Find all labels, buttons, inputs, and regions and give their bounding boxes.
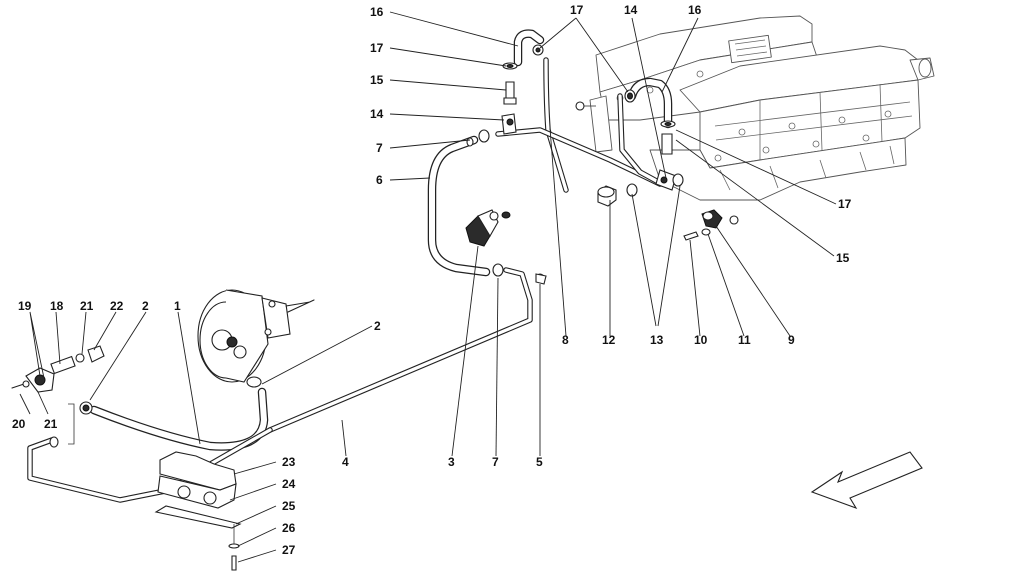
label-22: 22 xyxy=(110,299,124,313)
label-4: 4 xyxy=(342,455,349,469)
part-labels: 19 18 21 22 2 1 2 20 21 4 23 24 25 26 27… xyxy=(12,3,852,557)
label-1: 1 xyxy=(174,299,181,313)
label-2a: 2 xyxy=(142,299,149,313)
label-9: 9 xyxy=(788,333,795,347)
mount-parts xyxy=(597,185,739,241)
direction-arrow-icon xyxy=(810,451,923,510)
label-16a: 16 xyxy=(370,5,384,19)
label-3: 3 xyxy=(448,455,455,469)
label-17a: 17 xyxy=(370,41,384,55)
label-21a: 21 xyxy=(80,299,94,313)
label-26: 26 xyxy=(282,521,296,535)
label-7a: 7 xyxy=(376,141,383,155)
label-10: 10 xyxy=(694,333,708,347)
label-15b: 15 xyxy=(836,251,850,265)
label-6: 6 xyxy=(376,173,383,187)
label-14a: 14 xyxy=(370,107,384,121)
label-15a: 15 xyxy=(370,73,384,87)
label-11: 11 xyxy=(738,333,751,347)
breather-hoses xyxy=(267,29,673,433)
pipe-bracket xyxy=(154,451,242,571)
label-7b: 7 xyxy=(492,455,499,469)
check-valve xyxy=(11,345,105,393)
label-25: 25 xyxy=(282,499,296,513)
engine-assembly xyxy=(575,15,935,201)
label-14b: 14 xyxy=(624,3,638,17)
label-5: 5 xyxy=(536,455,543,469)
label-19: 19 xyxy=(18,299,32,313)
label-2b: 2 xyxy=(374,319,381,333)
label-27: 27 xyxy=(282,543,296,557)
leader-lines xyxy=(19,11,837,563)
label-12: 12 xyxy=(602,333,616,347)
label-8: 8 xyxy=(562,333,569,347)
brake-booster xyxy=(197,289,315,388)
label-20: 20 xyxy=(12,417,26,431)
label-23: 23 xyxy=(282,455,296,469)
label-16b: 16 xyxy=(688,3,702,17)
label-17c: 17 xyxy=(838,197,852,211)
label-21b: 21 xyxy=(44,417,58,431)
label-13: 13 xyxy=(650,333,664,347)
pipe-clip xyxy=(465,209,511,247)
label-18: 18 xyxy=(50,299,64,313)
label-24: 24 xyxy=(282,477,296,491)
label-17b: 17 xyxy=(570,3,584,17)
